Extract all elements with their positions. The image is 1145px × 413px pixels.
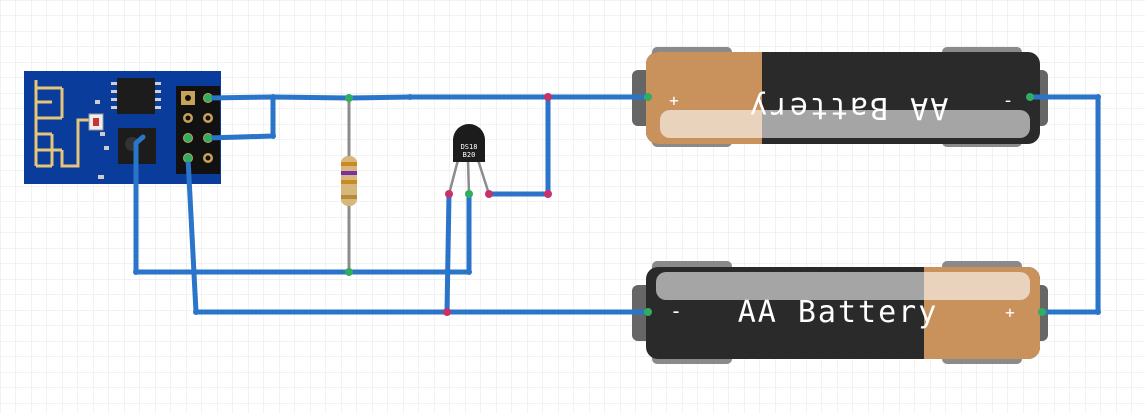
esp8266-module[interactable] [24,71,221,184]
sensor-label-line2: B20 [463,151,476,159]
sensor-label-line1: DS18 [461,143,478,151]
battery-top-minus-label: - [1003,90,1014,111]
battery-bottom-plus-label: + [1005,303,1015,322]
wire-gpio-data[interactable] [133,134,472,275]
wire-ground[interactable] [185,155,651,315]
flash-chip [117,78,155,114]
wire-sensor-gnd[interactable] [444,191,452,315]
battery-bottom-label: AA Battery [738,295,939,330]
connection-nodes [133,93,1101,316]
battery-top-plus-label: + [669,91,679,110]
battery-bottom-minus-label: - [670,299,682,323]
battery-bottom[interactable]: - + AA Battery [632,261,1048,364]
resistor[interactable] [341,98,357,270]
wire-vcc-top[interactable] [205,94,651,101]
antenna-trace [34,80,90,168]
battery-top[interactable]: + - AA Battery [632,47,1048,147]
ds18b20-sensor[interactable]: DS18 B20 [447,124,491,195]
wire-battery-series[interactable] [1027,94,1101,315]
battery-top-label: AA Battery [748,90,949,125]
